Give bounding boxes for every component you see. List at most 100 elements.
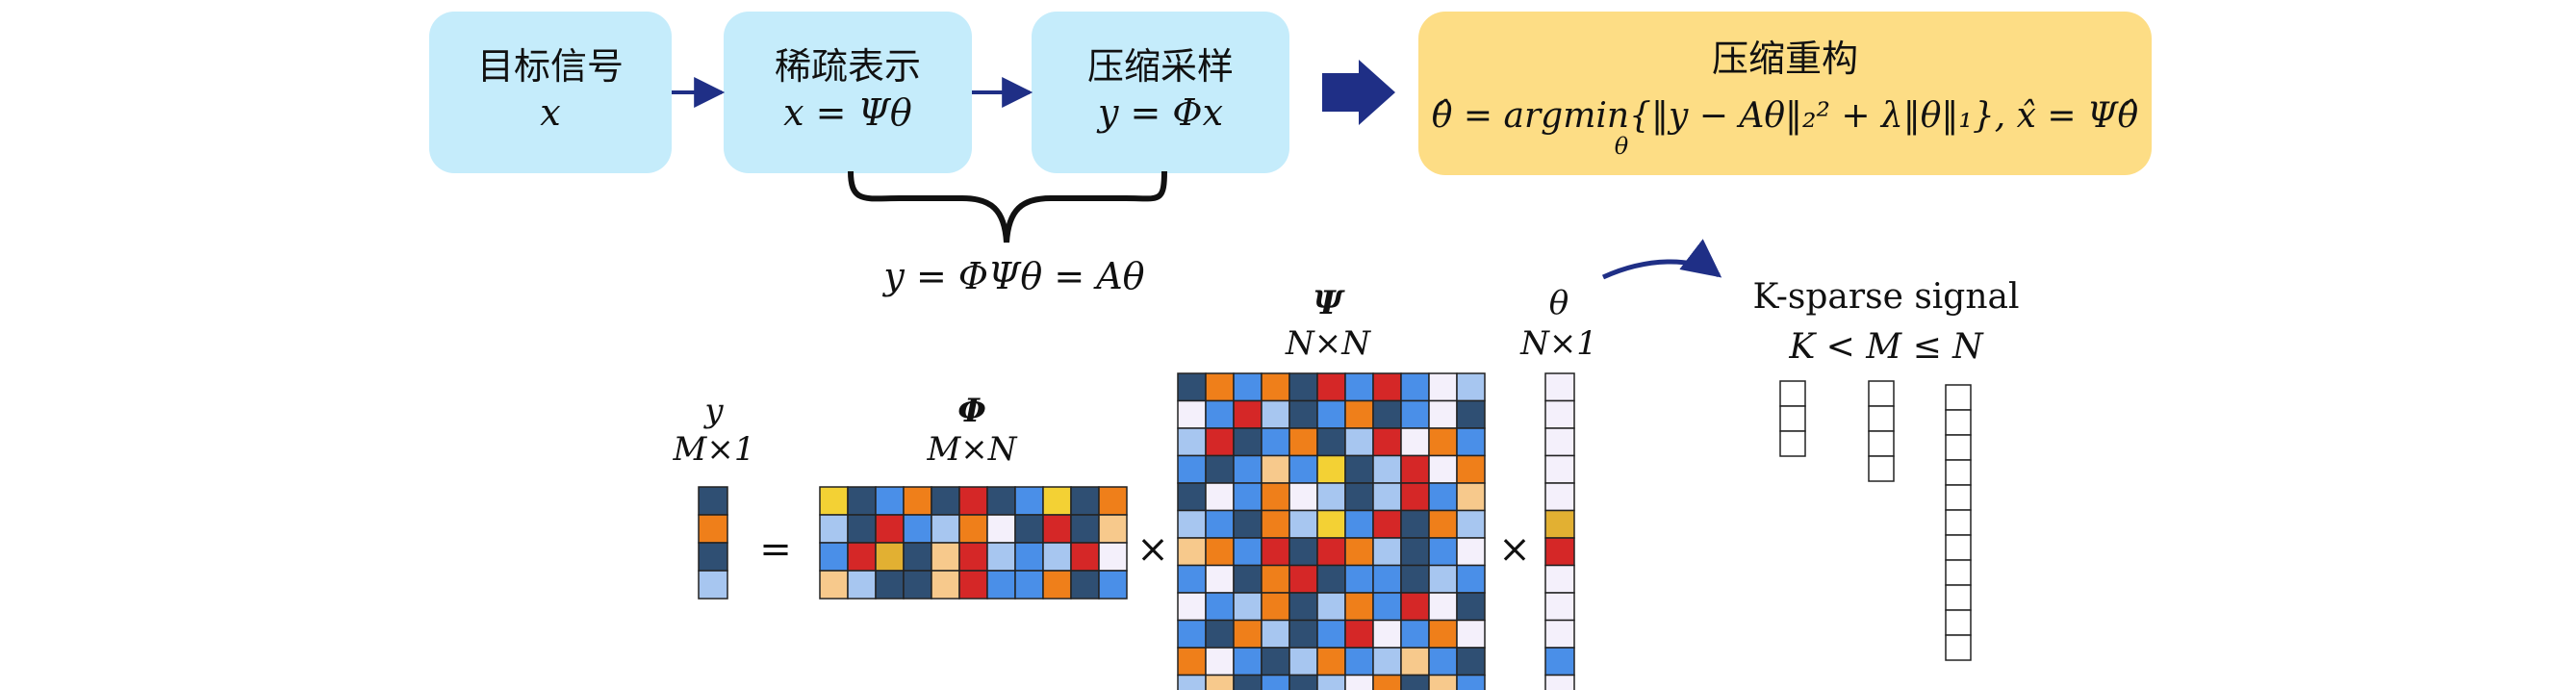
psi-matrix-cell [1233, 454, 1262, 484]
psi-matrix-cell [1261, 482, 1290, 512]
psi-matrix-cell [1261, 454, 1290, 484]
psi-matrix-cell [1288, 647, 1318, 677]
theta-vector-cell [1544, 537, 1575, 567]
phi-matrix-grid [819, 486, 1128, 600]
theta-vector-cell [1544, 454, 1575, 484]
psi-matrix-cell [1400, 592, 1430, 622]
legend-k-cell [1779, 380, 1806, 407]
legend-k-column [1779, 380, 1806, 457]
psi-matrix-cell [1372, 427, 1402, 457]
phi-matrix-cell [847, 542, 877, 572]
psi-matrix-cell [1261, 592, 1290, 622]
phi-matrix-cell [819, 570, 849, 600]
phi-matrix-cell [1014, 542, 1044, 572]
y-vector-cell [698, 570, 728, 600]
psi-matrix-cell [1428, 399, 1458, 429]
psi-matrix-cell [1288, 592, 1318, 622]
theta-vector-cell [1544, 509, 1575, 539]
psi-matrix-cell [1261, 427, 1290, 457]
psi-matrix-cell [1428, 619, 1458, 649]
phi-matrix-cell [1098, 570, 1128, 600]
theta-vector-cell [1544, 674, 1575, 690]
phi-matrix-cell [1098, 514, 1128, 544]
psi-matrix-cell [1205, 482, 1235, 512]
legend-n-cell [1945, 534, 1972, 561]
psi-matrix-cell [1428, 372, 1458, 402]
psi-matrix-cell [1400, 619, 1430, 649]
psi-matrix-cell [1344, 372, 1374, 402]
psi-matrix-cell [1344, 537, 1374, 567]
psi-matrix-cell [1400, 647, 1430, 677]
psi-matrix-cell [1288, 482, 1318, 512]
phi-matrix-cell [903, 514, 932, 544]
legend-title: K-sparse signal [1752, 277, 2019, 317]
phi-label: Φ [957, 392, 986, 430]
psi-matrix-cell [1400, 399, 1430, 429]
psi-matrix-cell [1177, 427, 1207, 457]
psi-matrix-cell [1372, 592, 1402, 622]
psi-matrix-cell [1316, 454, 1346, 484]
psi-matrix-cell [1288, 427, 1318, 457]
phi-matrix-cell [847, 486, 877, 516]
psi-matrix-cell [1205, 647, 1235, 677]
psi-matrix-cell [1177, 482, 1207, 512]
psi-matrix-cell [1456, 537, 1486, 567]
psi-matrix-cell [1177, 537, 1207, 567]
psi-matrix-cell [1456, 509, 1486, 539]
phi-matrix-cell [819, 486, 849, 516]
psi-matrix-cell [1205, 592, 1235, 622]
reconstruction-title: 压缩重构 [1712, 38, 1858, 80]
reconstruction-argmin-subscript: θ [1615, 133, 1629, 160]
legend-k-cell [1779, 430, 1806, 457]
legend-m-cell [1868, 430, 1895, 457]
compressed-sampling-title: 压缩采样 [1087, 45, 1234, 88]
theta-vector-cell [1544, 619, 1575, 649]
psi-matrix-cell [1261, 399, 1290, 429]
psi-matrix-cell [1205, 372, 1235, 402]
legend-m-column [1868, 380, 1895, 482]
phi-matrix-cell [931, 570, 960, 600]
phi-matrix-cell [931, 514, 960, 544]
psi-matrix-cell [1205, 619, 1235, 649]
psi-matrix-cell [1344, 647, 1374, 677]
psi-label: Ψ [1313, 284, 1345, 322]
sparse-representation-formula: x = Ψθ [783, 91, 912, 134]
legend-n-cell [1945, 559, 1972, 586]
legend-n-cell [1945, 484, 1972, 511]
psi-matrix-cell [1456, 564, 1486, 594]
psi-matrix-cell [1428, 482, 1458, 512]
psi-matrix-cell [1344, 592, 1374, 622]
psi-matrix-cell [1288, 509, 1318, 539]
phi-matrix-cell [958, 514, 988, 544]
phi-matrix-cell [847, 570, 877, 600]
legend-relation: K < M ≤ N [1788, 327, 1984, 367]
phi-matrix-cell [958, 570, 988, 600]
legend-m-cell [1868, 380, 1895, 407]
legend-m-cell [1868, 455, 1895, 482]
phi-matrix-cell [1098, 542, 1128, 572]
phi-matrix-cell [875, 486, 905, 516]
psi-matrix-cell [1456, 619, 1486, 649]
psi-matrix-cell [1288, 619, 1318, 649]
reconstruction-formula: θ̂ = argmin{‖y − Aθ‖₂² + λ‖θ‖₁}, x̂ = Ψθ… [1432, 96, 2139, 136]
y-vector-grid [698, 486, 728, 600]
y-vector-cell [698, 542, 728, 572]
psi-matrix-cell [1400, 564, 1430, 594]
legend-n-cell [1945, 434, 1972, 461]
psi-matrix-cell [1288, 454, 1318, 484]
y-dims: M×1 [673, 430, 755, 469]
phi-matrix-cell [986, 570, 1016, 600]
psi-matrix-cell [1177, 509, 1207, 539]
psi-matrix-cell [1400, 482, 1430, 512]
phi-matrix-cell [903, 570, 932, 600]
psi-matrix-cell [1372, 454, 1402, 484]
psi-matrix-cell [1316, 647, 1346, 677]
psi-matrix-cell [1400, 674, 1430, 690]
y-vector-cell [698, 486, 728, 516]
theta-vector-cell [1544, 592, 1575, 622]
compressed-sampling-box [1032, 12, 1289, 173]
psi-matrix-cell [1233, 647, 1262, 677]
psi-matrix-cell [1177, 647, 1207, 677]
